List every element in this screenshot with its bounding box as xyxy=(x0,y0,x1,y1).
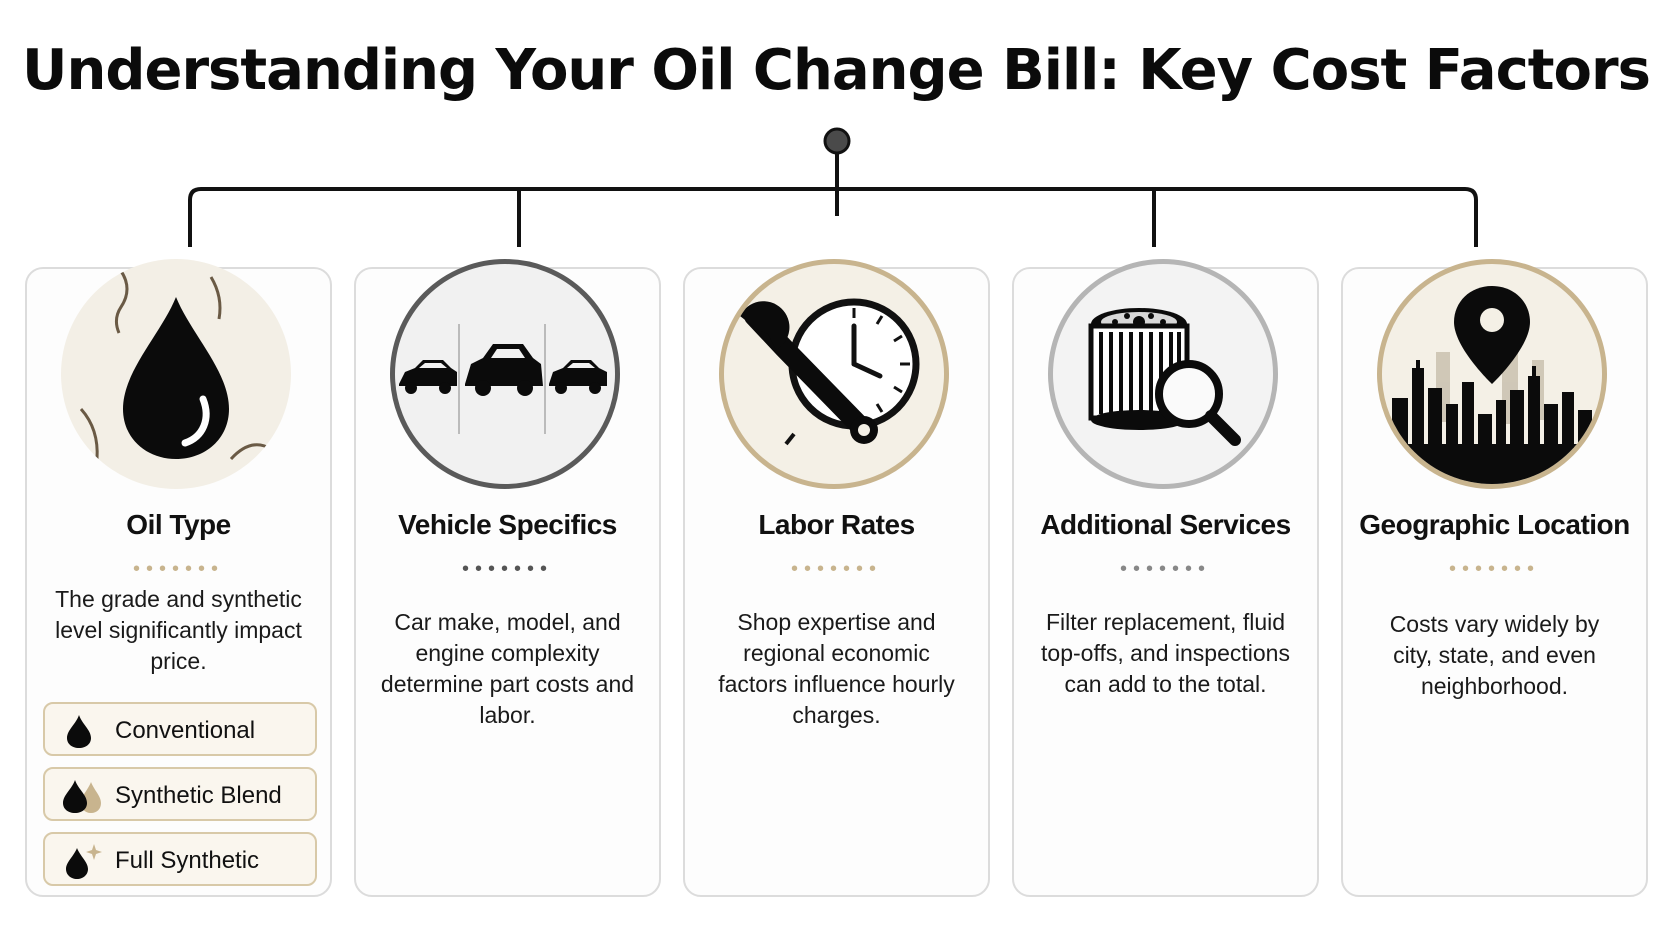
card-title: Labor Rates xyxy=(758,509,915,540)
card-labor-rates: Labor Rates ••••••• Shop expertise and r… xyxy=(683,259,990,897)
oil-option-synthetic-blend[interactable]: Synthetic Blend xyxy=(43,767,317,821)
filter-magnifier-icon xyxy=(1048,259,1278,489)
double-drop-icon xyxy=(59,777,105,815)
card-description: The grade and synthetic level significan… xyxy=(55,586,302,674)
connector-lines xyxy=(188,127,1478,247)
option-label: Conventional xyxy=(115,717,256,744)
oil-option-full-synthetic[interactable]: Full Synthetic xyxy=(43,832,317,886)
card-vehicle-specifics: Vehicle Specifics ••••••• Car make, mode… xyxy=(354,259,661,897)
card-title: Oil Type xyxy=(126,509,231,540)
card-additional-services: Additional Services ••••••• Filter repla… xyxy=(1012,259,1319,897)
dots-divider: ••••••• xyxy=(461,558,553,580)
dots-divider: ••••••• xyxy=(1119,558,1211,580)
dots-divider: ••••••• xyxy=(790,558,882,580)
card-description: Costs vary widely by city, state, and ev… xyxy=(1389,611,1600,699)
city-pin-icon xyxy=(1377,259,1607,489)
card-title: Additional Services xyxy=(1040,509,1291,540)
wrench-clock-icon xyxy=(719,259,949,489)
card-description: Car make, model, and engine complexity d… xyxy=(380,609,635,728)
root-node xyxy=(823,127,851,155)
cars-icon xyxy=(390,259,620,489)
option-label: Synthetic Blend xyxy=(115,782,282,809)
dots-divider: ••••••• xyxy=(1448,558,1540,580)
page-title: Understanding Your Oil Change Bill: Key … xyxy=(22,38,1651,103)
card-oil-type: Oil Type ••••••• The grade and synthetic… xyxy=(25,259,332,897)
option-label: Full Synthetic xyxy=(115,847,260,874)
oil-drop-icon xyxy=(61,259,291,489)
card-description: Shop expertise and regional economic fac… xyxy=(718,609,955,728)
card-title: Vehicle Specifics xyxy=(398,509,617,540)
oil-drop-icon xyxy=(59,712,105,750)
card-description: Filter replacement, fluid top-offs, and … xyxy=(1041,609,1290,697)
card-title: Geographic Location xyxy=(1359,509,1630,540)
dots-divider: ••••••• xyxy=(132,558,224,580)
sparkle-drop-icon xyxy=(59,842,105,880)
card-geographic-location: Geographic Location ••••••• Costs vary w… xyxy=(1341,259,1648,897)
oil-option-conventional[interactable]: Conventional xyxy=(43,702,317,756)
